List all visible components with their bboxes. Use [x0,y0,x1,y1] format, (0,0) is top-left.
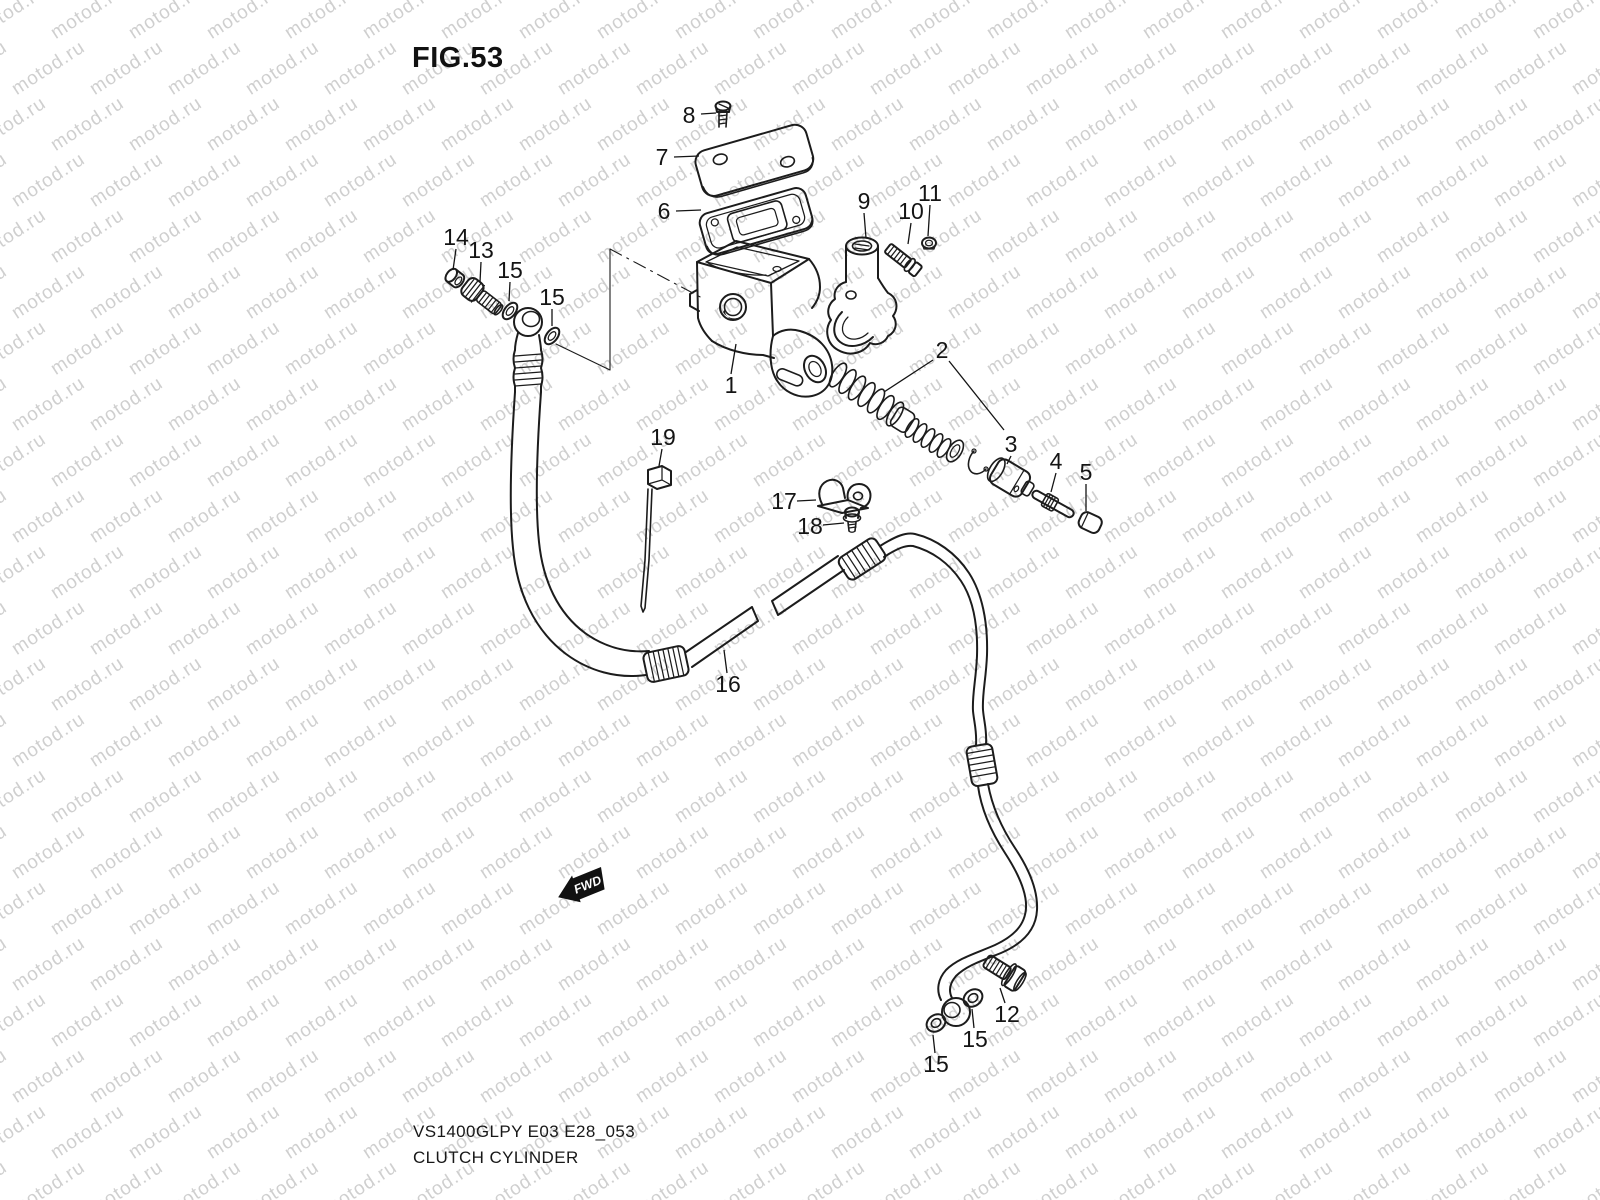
figure-title: FIG.53 [412,42,504,74]
callout-leader-line [927,204,931,237]
part-1-master-cylinder-body [689,240,834,398]
part-number-label: 8 [683,102,696,128]
part-number-label: 5 [1080,459,1093,485]
part-number-label: 3 [1005,431,1018,457]
part-number-label: 15 [962,1026,988,1052]
callout-leader-line [796,499,817,502]
part-16-hose [509,307,1039,1027]
part-7-cover [694,123,815,198]
part-number-label: 2 [936,337,949,363]
model-code: VS1400GLPY E03 E28_053 [413,1122,636,1141]
callout-leader-line [907,222,912,245]
part-number-label: 12 [994,1001,1020,1027]
callout-leader-line [723,649,728,674]
construction-lines [555,248,705,371]
callout-leader-line [479,261,482,283]
part-5-cap [1077,511,1103,534]
part-number-label: 6 [658,198,671,224]
callout-leader-line [700,112,717,115]
figure-name: CLUTCH CYLINDER [413,1148,579,1167]
part-number-label: 15 [923,1051,949,1077]
part-number-label: 19 [650,424,676,450]
part-9-holder [826,236,898,355]
part-15-washer [925,1013,947,1033]
part-11-nut [921,236,937,250]
callout-leader-line [948,360,1005,431]
part-15-washer [501,301,519,321]
callout-leader-line [730,343,737,375]
part-6-diaphragm [698,187,814,256]
part-number-label: 9 [858,188,871,214]
part-number-label: 1 [725,372,738,398]
part-number-label: 7 [656,144,669,170]
part-4-push-rod [1031,489,1075,519]
callout-leader-line [658,448,663,467]
part-number-label: 4 [1050,448,1063,474]
part-15-washer [543,326,561,346]
part-10-screw [884,243,923,278]
part-number-label: 10 [898,198,924,224]
callout-leader-line [822,522,845,526]
callout-leader-line [999,987,1006,1004]
callout-leader-line [508,281,511,302]
part-number-label: 16 [715,671,741,697]
callout-leader-line [673,155,700,158]
callout-leader-line [863,212,867,239]
part-number-label: 18 [797,513,823,539]
part-17-clamp-bracket [817,478,872,514]
part-15-washer [962,988,984,1008]
callout-leader-line [1050,472,1057,493]
part-13-banjo-bolt [460,277,504,316]
part-18-bolt [842,506,862,533]
part-number-label: 15 [539,284,565,310]
part-number-label: 15 [497,257,523,283]
callout-leader-line [932,1034,936,1054]
part-number-label: 14 [443,224,469,250]
callout-leader-line [971,1008,975,1029]
part-14-cap-nut [444,267,466,289]
fwd-direction-badge: FWD [558,867,605,903]
callout-leader-line [883,359,934,393]
part-3-piston [986,457,1035,498]
callout-leader-line [452,248,457,271]
part-number-label: 17 [771,488,797,514]
part-19-cable-tie [640,465,672,613]
part-2-spring-set [828,362,989,475]
part-number-label: 13 [468,237,494,263]
part-number-label: 11 [918,180,942,206]
callout-leader-line [1006,455,1012,465]
part-12-union-bolt [982,954,1027,992]
part-8-screw [714,100,732,128]
callout-leader-line [675,209,702,212]
